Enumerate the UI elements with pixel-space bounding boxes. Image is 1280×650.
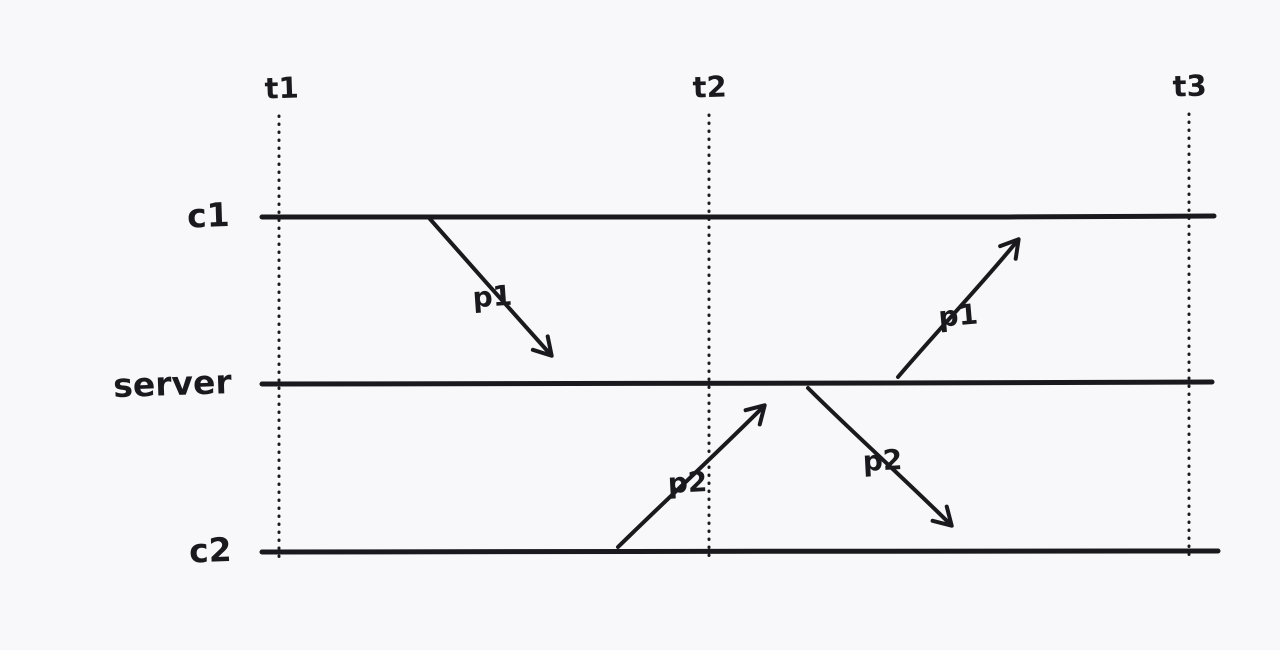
timeline-line xyxy=(259,379,1215,387)
time-marker-t2: t2 xyxy=(692,69,727,562)
message-p1-send: p1 xyxy=(428,217,554,358)
message-arrow xyxy=(806,386,954,528)
timeline-c1: c1 xyxy=(186,195,1217,235)
message-label: p2 xyxy=(862,443,903,478)
timeline-line xyxy=(259,213,1217,220)
message-p2-deliver: p2 xyxy=(806,386,954,528)
timeline-line xyxy=(259,548,1221,555)
message-label: p1 xyxy=(471,279,513,315)
timeline-c2: c2 xyxy=(188,530,1221,570)
timeline-label: c2 xyxy=(188,530,232,570)
message-arrow xyxy=(896,237,1021,379)
message-label: p1 xyxy=(937,297,979,333)
message-label: p2 xyxy=(667,465,708,500)
time-marker-label: t1 xyxy=(264,70,299,105)
timeline-label: c1 xyxy=(186,195,230,235)
message-arrow xyxy=(428,217,554,358)
time-marker-label: t2 xyxy=(692,69,727,104)
message-p1-deliver: p1 xyxy=(896,237,1021,379)
time-marker-t1: t1 xyxy=(264,70,299,562)
time-marker-t3: t3 xyxy=(1172,68,1207,562)
time-marker-label: t3 xyxy=(1172,68,1207,103)
timeline-server: server xyxy=(113,362,1215,405)
timeline-label: server xyxy=(113,362,233,405)
message-arrow xyxy=(616,403,767,549)
message-p2-send: p2 xyxy=(616,403,767,549)
